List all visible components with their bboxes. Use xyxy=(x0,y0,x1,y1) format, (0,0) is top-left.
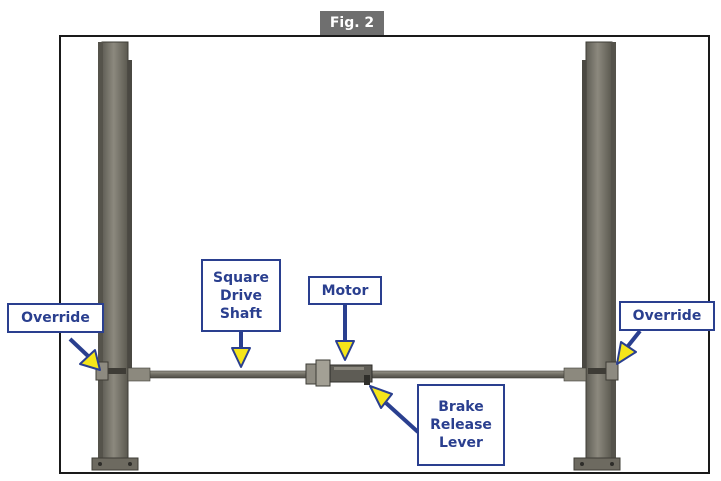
left-post xyxy=(91,41,139,471)
callout-square-drive-shaft-line-1: Square xyxy=(213,269,269,286)
callout-brake-release-lever: Brake Release Lever xyxy=(417,384,505,466)
callout-square-drive-shaft-line-2: Drive xyxy=(220,287,262,304)
callout-square-drive-shaft-line-3: Shaft xyxy=(219,305,263,322)
callout-override-right: Override xyxy=(619,301,715,331)
arrow-override-left xyxy=(68,337,101,371)
callout-brake-release-lever-line-2: Release xyxy=(430,417,492,433)
callout-motor-text: Motor xyxy=(321,282,369,299)
motor xyxy=(305,359,373,387)
callout-override-right-text: Override xyxy=(632,308,702,324)
arrow-brake-release-lever xyxy=(369,385,420,434)
callout-override-left-text: Override xyxy=(21,310,90,326)
callout-square-drive-shaft: Square Drive Shaft xyxy=(201,259,281,332)
callout-brake-release-lever-line-1: Brake xyxy=(438,399,484,415)
right-post xyxy=(573,41,621,471)
figure-tab-label: Fig. 2 xyxy=(329,15,375,31)
figure-tab: Fig. 2 xyxy=(320,11,384,35)
callout-override-left: Override xyxy=(7,303,104,333)
arrow-motor xyxy=(335,305,355,361)
figure-frame xyxy=(59,35,710,474)
callout-brake-release-lever-line-3: Lever xyxy=(439,435,483,451)
arrow-override-right xyxy=(616,329,642,365)
callout-motor: Motor xyxy=(308,276,382,305)
arrow-square-drive-shaft xyxy=(231,332,251,368)
